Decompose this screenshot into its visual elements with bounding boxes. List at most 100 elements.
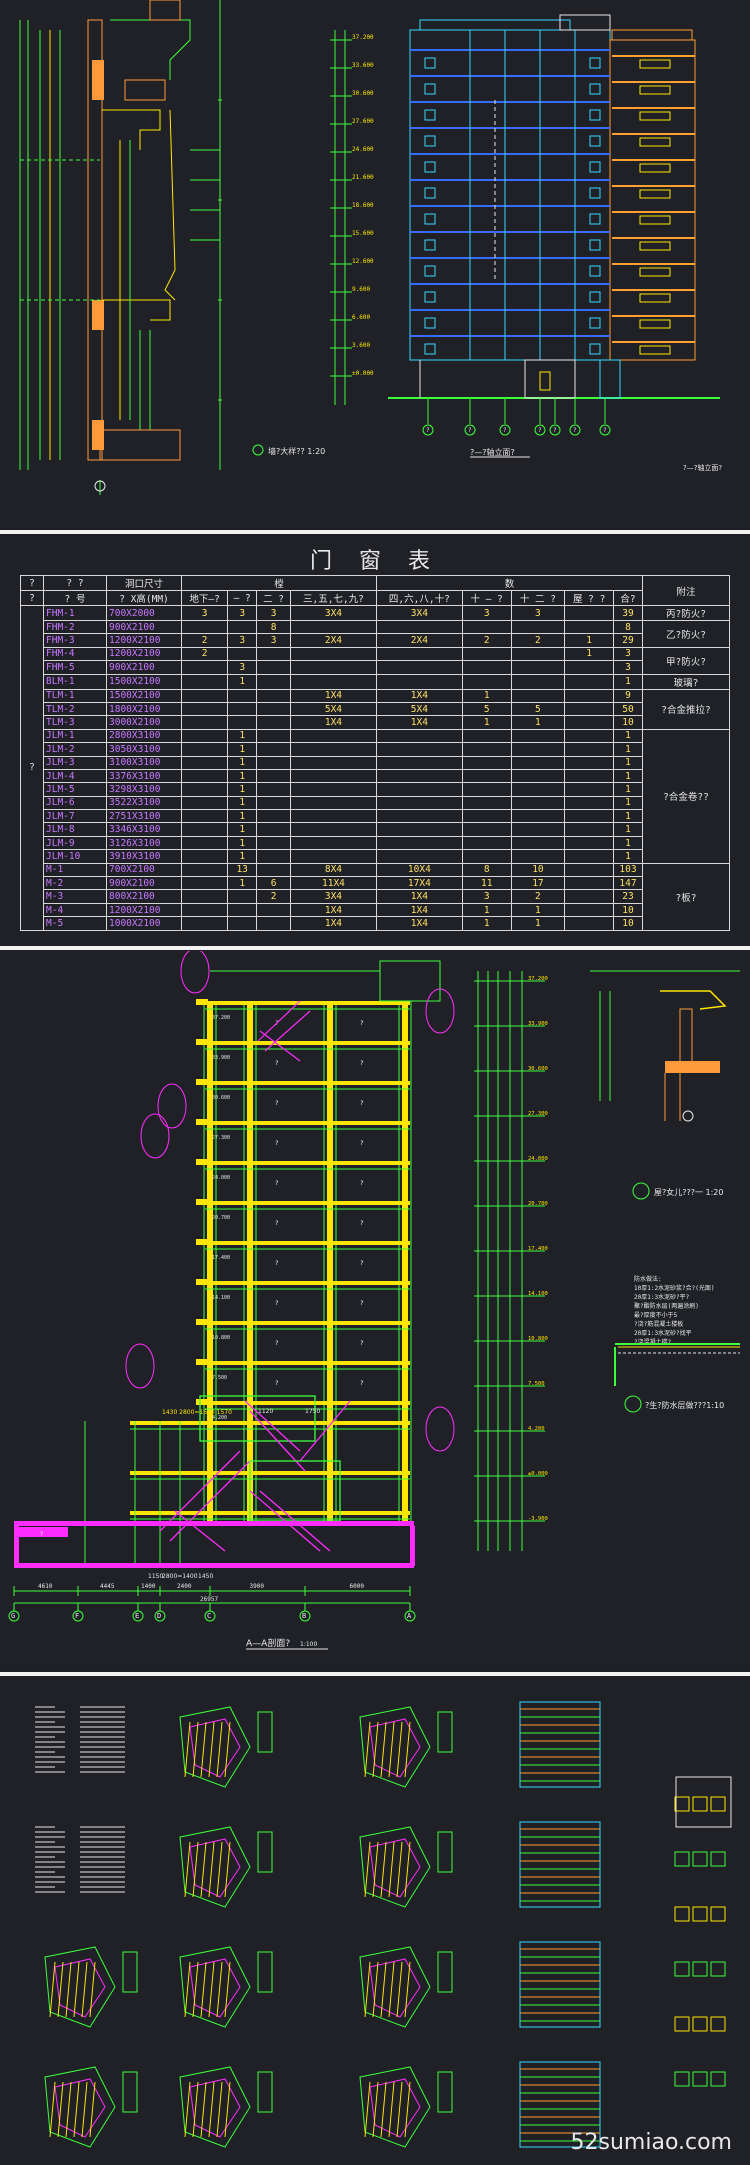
grid-line xyxy=(372,1721,379,1778)
door-code: M-2 xyxy=(43,876,107,891)
grid-line xyxy=(364,1721,371,1778)
quantity-cell xyxy=(564,835,615,851)
top-drawing-svg: 墙?大样?? 1:20 37.20033.60030.60027.60024.6… xyxy=(19,0,722,495)
column xyxy=(327,1001,333,1521)
stair-dim-2: 1120 xyxy=(258,1408,273,1415)
scale-label: 10.800 xyxy=(528,1336,548,1342)
grid-line xyxy=(89,2081,96,2138)
scale-label: 20.700 xyxy=(528,1201,548,1207)
quantity-cell xyxy=(510,673,566,690)
plan-outline xyxy=(179,1946,251,2028)
quantity-cell xyxy=(180,728,229,744)
quantity-cell xyxy=(180,916,229,931)
axis-circle xyxy=(8,1610,20,1622)
quantity-cell xyxy=(256,688,291,703)
note-line: ?浇混凝土楼? xyxy=(634,1338,672,1346)
scale-label: 14.100 xyxy=(528,1291,548,1297)
column xyxy=(247,1001,253,1521)
quantity-cell xyxy=(564,822,615,837)
grid-line xyxy=(57,2081,64,2138)
door-code: JLM-1 xyxy=(43,728,107,744)
quantity-cell xyxy=(289,619,377,635)
level-label: 30.600 xyxy=(352,90,374,97)
floor-slab xyxy=(205,1001,410,1005)
quantity-cell: 1 xyxy=(227,742,258,757)
window xyxy=(589,57,601,69)
quantity-cell xyxy=(289,660,377,675)
quantity-cell: 2 xyxy=(180,633,229,648)
level-label: 27.600 xyxy=(352,118,374,125)
spec-sheet xyxy=(675,1776,732,1828)
axis-circle xyxy=(569,424,581,436)
window xyxy=(424,135,436,147)
detail-box xyxy=(257,1951,273,1993)
elevation-thumb xyxy=(519,1821,601,1908)
window xyxy=(589,109,601,121)
quantity-cell xyxy=(564,849,615,864)
quantity-cell xyxy=(289,782,377,797)
grid-line xyxy=(396,1721,403,1778)
window xyxy=(589,187,601,199)
grid-line xyxy=(380,2081,387,2138)
window xyxy=(639,163,671,173)
note-line: 聚?酯防水层(两遍涂刷) xyxy=(634,1302,699,1310)
door-code: M-3 xyxy=(43,889,107,904)
quantity-cell: 1 xyxy=(613,742,643,757)
quantity-cell xyxy=(256,782,291,797)
quantity-cell: 1X4 xyxy=(375,916,463,931)
quantity-cell xyxy=(564,742,615,757)
elevation-caption-right: ?—?轴立面? xyxy=(683,463,722,472)
stair-dim-1: 1430 2800=1650 1570 xyxy=(162,1409,232,1416)
detail2-index xyxy=(624,1395,642,1413)
quantity-cell: 23 xyxy=(613,889,643,904)
door-code: JLM-10 xyxy=(43,849,107,864)
plan-outline xyxy=(359,1946,431,2028)
grid-line xyxy=(81,1961,88,2018)
grid-line xyxy=(200,2081,207,2138)
grid-line xyxy=(396,2081,403,2138)
door-size: 3050X3100 xyxy=(106,742,182,757)
quantity-cell: 3 xyxy=(613,660,643,675)
axis-circle xyxy=(132,1610,144,1622)
quantity-cell: 3 xyxy=(227,633,258,648)
window xyxy=(639,319,671,329)
section-level-scale: 37.20033.90030.60027.30024.00020.70017.4… xyxy=(474,971,548,1551)
level-label: 6.600 xyxy=(352,314,370,321)
drawing-sheet-thumbnails: 52sumiao.com xyxy=(0,1677,750,2165)
quantity-cell: 1 xyxy=(227,849,258,864)
window xyxy=(639,293,671,303)
window xyxy=(589,265,601,277)
window xyxy=(589,161,601,173)
level-label: 9.600 xyxy=(352,286,370,293)
quantity-cell: 1 xyxy=(227,822,258,837)
grid-line xyxy=(192,2081,199,2138)
quantity-cell: 17 xyxy=(510,876,566,891)
door-size: 1500X2100 xyxy=(106,688,182,703)
floor-level-label: 7.500 xyxy=(212,1375,227,1381)
header-floor: 十 — ? xyxy=(461,590,512,606)
quantity-cell: 13 xyxy=(227,862,258,878)
window xyxy=(589,135,601,147)
quantity-cell: 8 xyxy=(613,619,643,635)
room-label: ? xyxy=(275,1180,279,1187)
small-detail xyxy=(692,2071,708,2087)
floor-slab xyxy=(205,1201,410,1205)
detail-index-circle xyxy=(252,444,264,456)
dim-label: 4610 xyxy=(38,1583,53,1590)
window xyxy=(639,59,671,69)
callout-ellipse xyxy=(157,1083,187,1129)
detail-box xyxy=(257,2071,273,2113)
quantity-cell xyxy=(461,809,512,824)
axis-circle xyxy=(72,1610,84,1622)
header-floor: 四,六,八,十? xyxy=(375,590,463,606)
quantity-cell: 6 xyxy=(256,876,291,891)
small-detail xyxy=(692,1961,708,1977)
level-label: 37.200 xyxy=(352,34,374,41)
quantity-cell xyxy=(461,728,512,744)
quantity-cell xyxy=(510,688,566,703)
quantity-cell: 1 xyxy=(613,768,643,784)
slab-end xyxy=(196,1199,208,1205)
room-label: ? xyxy=(360,1060,364,1067)
floor-slab xyxy=(205,1401,410,1405)
